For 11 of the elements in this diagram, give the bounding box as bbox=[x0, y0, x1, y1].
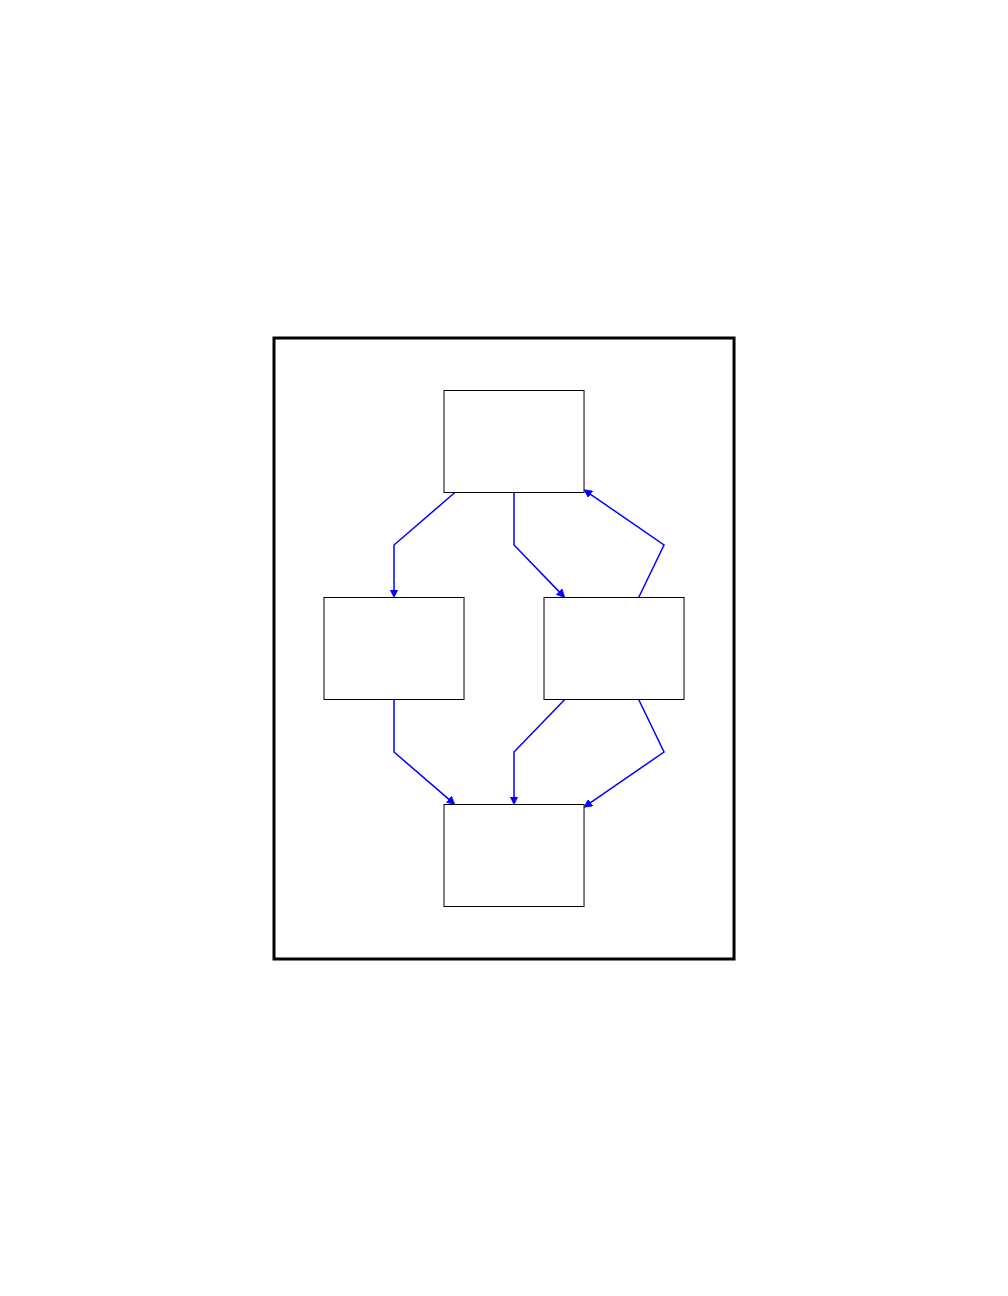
arrow bbox=[393, 698, 456, 805]
node-box bbox=[543, 596, 685, 700]
arrow bbox=[513, 491, 566, 598]
arrow bbox=[583, 488, 665, 598]
cluster bbox=[272, 336, 736, 960]
node-box bbox=[323, 596, 465, 700]
node-box bbox=[443, 389, 585, 493]
arrow bbox=[583, 698, 665, 808]
arrow bbox=[509, 698, 566, 805]
arrow bbox=[389, 491, 456, 598]
node-box bbox=[443, 803, 585, 907]
